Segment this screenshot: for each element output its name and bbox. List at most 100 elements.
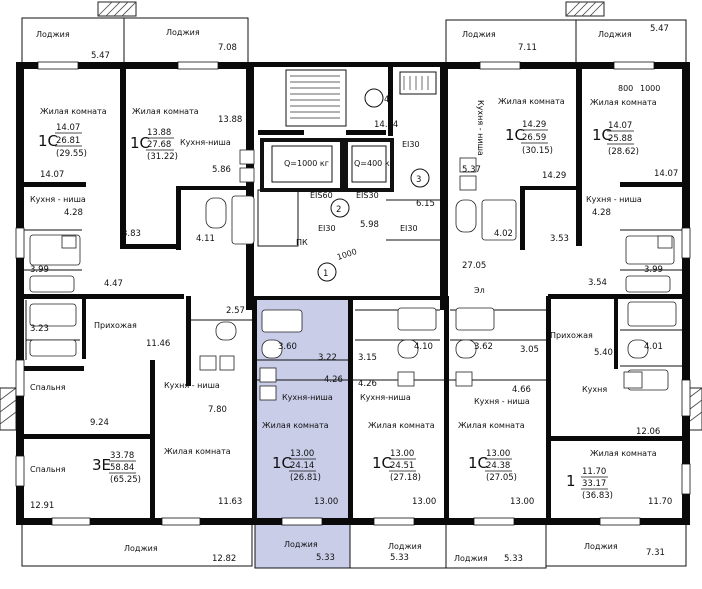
- apartment-area-with-loggia: (27.18): [390, 473, 421, 483]
- room-area: 12.91: [30, 501, 54, 511]
- room-label: Кухня-ниша: [180, 138, 231, 147]
- room-area: 4.26: [358, 379, 377, 389]
- room-label: Жилая комната: [458, 421, 525, 430]
- apartment-living-area: 11.70: [582, 467, 606, 477]
- loggia-label: Лоджия: [462, 30, 496, 39]
- fire-rating: EIS30: [356, 191, 379, 200]
- room-area: 11.70: [648, 497, 672, 507]
- loggia-label: Лоджия: [36, 30, 70, 39]
- room-area: 3.05: [520, 345, 539, 355]
- room-label: Жилая комната: [132, 107, 199, 116]
- apartment-living-area: 14.07: [608, 121, 632, 131]
- room-area: 4.28: [64, 208, 83, 218]
- kitchen-equipment: [61, 149, 673, 401]
- room-area: 2.57: [226, 306, 245, 316]
- apartment-living-area: 14.29: [522, 120, 546, 130]
- apartment-total-area: 26.59: [522, 133, 546, 143]
- room-area: 3.22: [318, 353, 337, 363]
- apartment-total-area: 26.81: [56, 136, 80, 146]
- room-area: 4.10: [414, 342, 433, 352]
- room-area: 14.94: [374, 120, 398, 130]
- loggia-area: 7.08: [218, 43, 237, 53]
- room-area: 27.05: [462, 261, 486, 271]
- room-area: 14.07: [40, 170, 64, 180]
- room-area: 11.46: [146, 339, 170, 349]
- room-area: 3.60: [278, 342, 297, 352]
- room-area: 13.00: [314, 497, 338, 507]
- room-area: 13.00: [510, 497, 534, 507]
- room-label: Жилая комната: [368, 421, 435, 430]
- dimension: 800: [618, 84, 633, 93]
- room-area: 4.01: [644, 342, 663, 352]
- sanitary-fixtures: [29, 195, 677, 391]
- fire-rating: EI30: [402, 140, 420, 149]
- room-area: 4.28: [592, 208, 611, 218]
- room-area: 5.37: [462, 165, 481, 175]
- room-area: 4.47: [104, 279, 123, 289]
- room-label: Жилая комната: [164, 447, 231, 456]
- room-area: 13.00: [412, 497, 436, 507]
- elevator-capacity: Q=1000 кг: [284, 159, 329, 168]
- room-area: 5.86: [212, 165, 231, 175]
- fraction-lines: [55, 129, 634, 490]
- room-area: 9.24: [90, 418, 109, 428]
- loggia-label: Лоджия: [598, 30, 632, 39]
- apartment-type: 1С: [130, 134, 150, 152]
- room-markers: [317, 88, 430, 282]
- room-area: 3.62: [474, 342, 493, 352]
- apartment-type: 1: [566, 472, 576, 490]
- room-area: 3.23: [30, 324, 49, 334]
- room-label: Кухня - ниша: [474, 397, 530, 406]
- loggia-label: Лоджия: [584, 542, 618, 551]
- room-label: Спальня: [30, 465, 66, 474]
- apartment-total-area: 58.84: [110, 463, 134, 473]
- apartment-living-area: 13.00: [290, 449, 314, 459]
- marker-1: 1: [323, 269, 328, 279]
- room-label: Кухня - ниша: [476, 100, 485, 156]
- apartment-type: 1С: [468, 454, 488, 472]
- fire-rating: EIS60: [310, 191, 333, 200]
- room-label: Кухня-ниша: [360, 393, 411, 402]
- apartment-total-area: 33.17: [582, 479, 606, 489]
- room-label: Кухня-ниша: [282, 393, 333, 402]
- fire-rating: EI30: [400, 224, 418, 233]
- dimension: 1000: [640, 84, 660, 93]
- apartment-living-area: 13.00: [486, 449, 510, 459]
- room-area: 7.80: [208, 405, 227, 415]
- apartment-type: 1С: [592, 126, 612, 144]
- loggia-label: Лоджия: [124, 544, 158, 553]
- loggia-label: Лоджия: [388, 542, 422, 551]
- loggia-area: 5.33: [390, 553, 409, 563]
- apartment-total-area: 24.14: [290, 461, 314, 471]
- loggia-area: 7.11: [518, 43, 537, 53]
- room-label: Прихожая: [550, 331, 593, 340]
- room-area: 3.99: [30, 265, 49, 275]
- room-label: Жилая комната: [40, 107, 107, 116]
- room-area: 4.11: [196, 234, 215, 244]
- apartment-type: 3Е: [92, 456, 111, 474]
- room-label: Жилая комната: [262, 421, 329, 430]
- marker-3: 3: [416, 175, 421, 185]
- staircase: [285, 69, 437, 127]
- highlighted-apartment: [255, 298, 350, 568]
- apartment-living-area: 13.88: [147, 128, 171, 138]
- elevator-capacity: Q=400 кг: [354, 159, 394, 168]
- loggia-label: Лоджия: [284, 540, 318, 549]
- fire-hydrant: ПК: [296, 238, 308, 247]
- room-label: Кухня - ниша: [586, 195, 642, 204]
- room-label: Жилая комната: [590, 449, 657, 458]
- room-area: 3.83: [122, 229, 141, 239]
- apartment-total-area: 24.51: [390, 461, 414, 471]
- room-area: 5.40: [594, 348, 613, 358]
- apartment-total-area: 27.68: [147, 140, 171, 150]
- room-area: 3.53: [550, 234, 569, 244]
- room-area: 13.88: [218, 115, 242, 125]
- marker-2: 2: [336, 205, 341, 215]
- room-label: Прихожая: [94, 321, 137, 330]
- loggia-label: Лоджия: [166, 28, 200, 37]
- elevator-shafts: [257, 138, 394, 247]
- apartment-area-with-loggia: (28.62): [608, 147, 639, 157]
- apartment-type: 1С: [38, 132, 58, 150]
- apartment-area-with-loggia: (36.83): [582, 491, 613, 501]
- apartment-area-with-loggia: (26.81): [290, 473, 321, 483]
